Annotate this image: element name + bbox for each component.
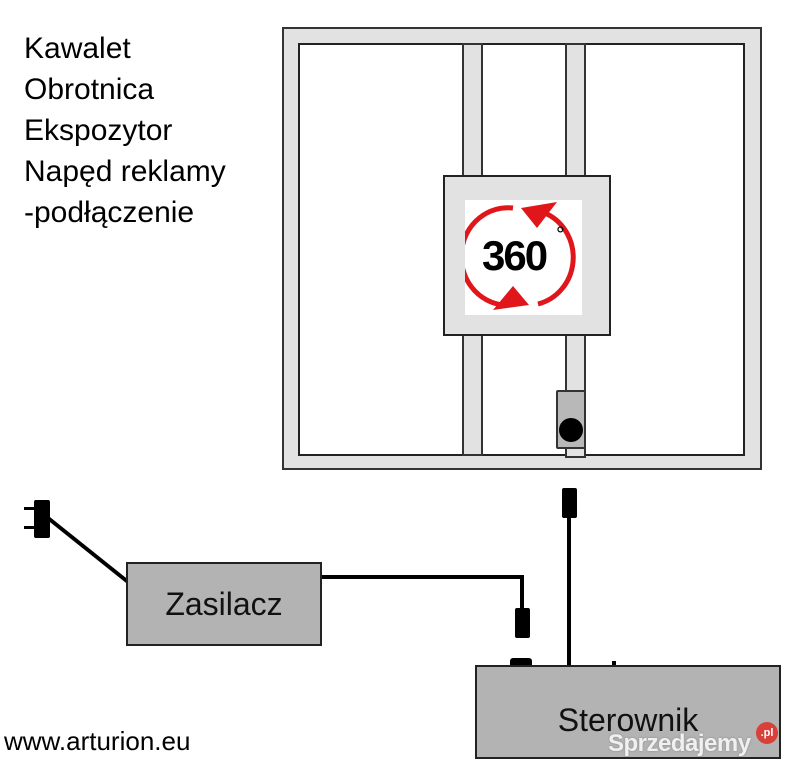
motor-shaft-icon [559, 418, 583, 442]
controller-label: Sterownik [557, 701, 699, 738]
title-line-4: Napęd reklamy [24, 155, 226, 188]
website-url: www.arturion.eu [4, 726, 191, 756]
title-line-1: Kawalet [24, 32, 131, 65]
rotation-icon-area [465, 200, 582, 315]
title-line-5: -podłączenie [24, 196, 195, 229]
wall-plug-icon [24, 500, 50, 538]
title-block: Kawalet Obrotnica Ekspozytor Napęd rekla… [24, 28, 226, 233]
motor-connector-icon [562, 488, 577, 518]
title-line-3: Ekspozytor [24, 114, 173, 147]
power-supply-label: Zasilacz [165, 585, 283, 622]
watermark-text: Sprzedajemy [608, 730, 751, 757]
controller-box: Sterownik [475, 665, 781, 759]
rotation-degrees-label: 360 [482, 232, 548, 279]
title-line-2: Obrotnica [24, 73, 155, 106]
degree-symbol: ° [556, 222, 565, 247]
supply-connector-icon [515, 608, 530, 638]
rotation-arrows-icon [465, 202, 576, 310]
watermark-badge: .pl [756, 722, 778, 744]
power-supply-box: Zasilacz [126, 562, 322, 646]
